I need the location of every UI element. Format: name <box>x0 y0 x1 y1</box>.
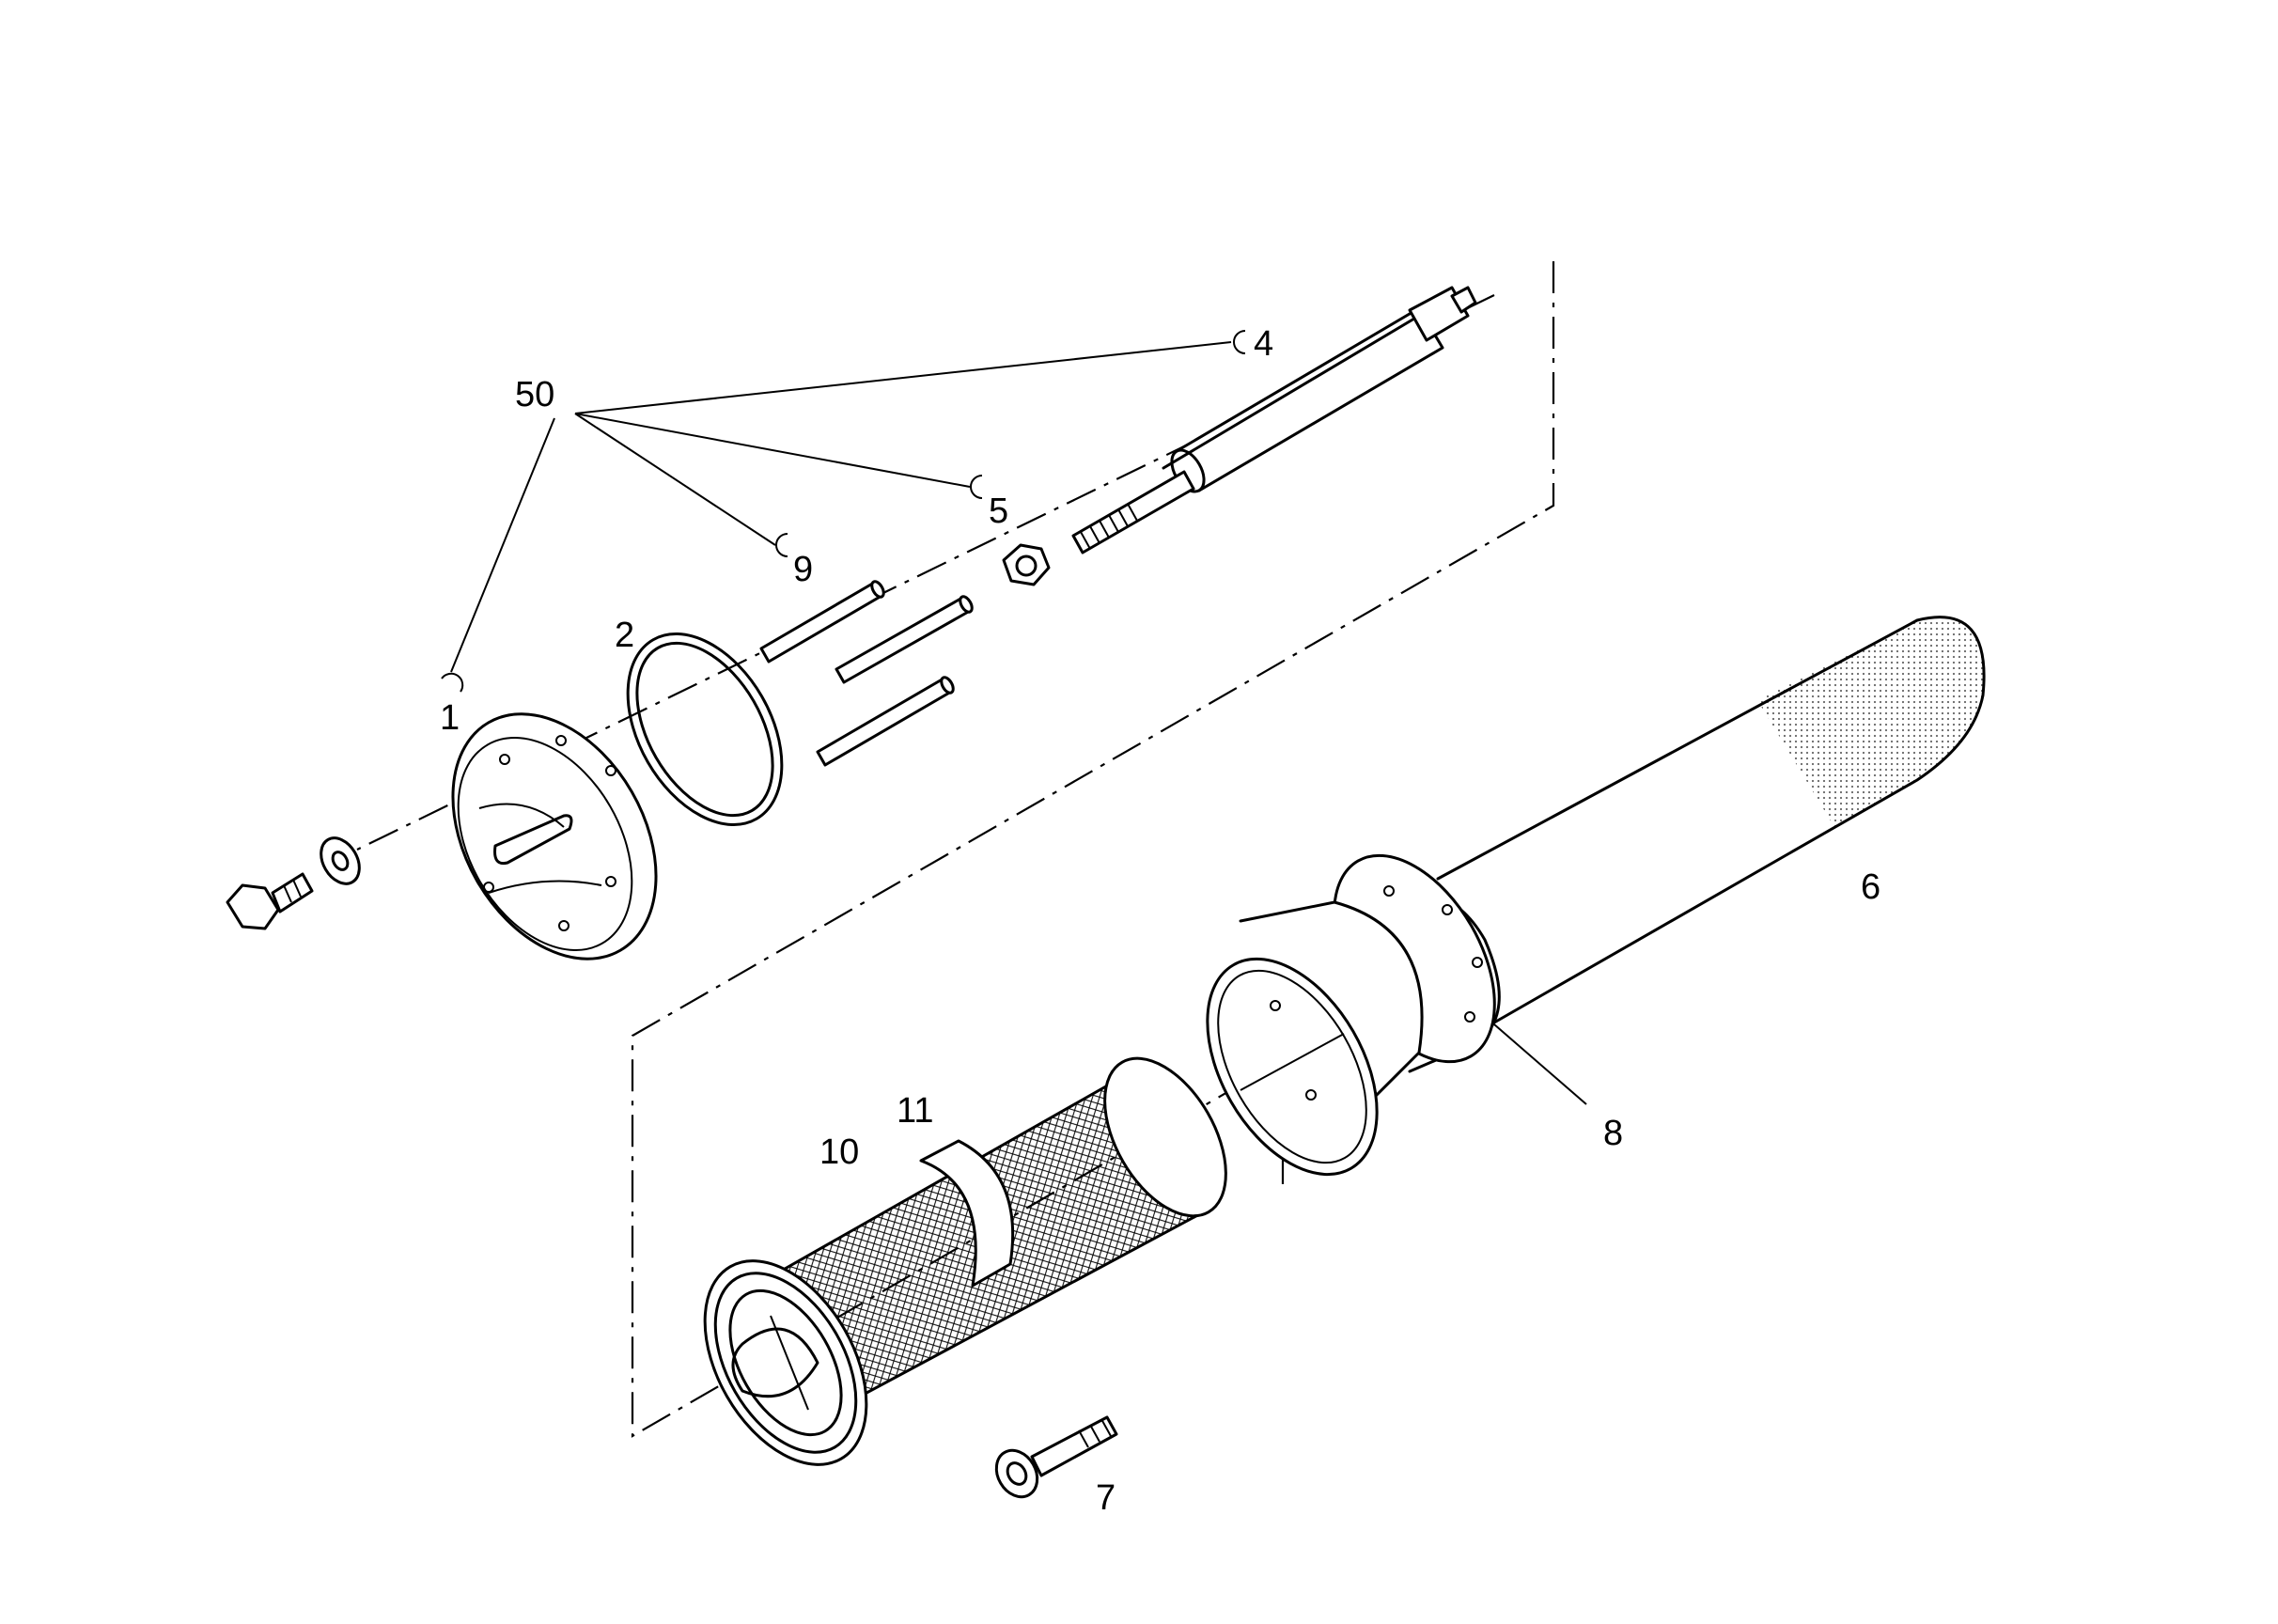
rod-threads <box>1080 503 1138 550</box>
label-2: 2 <box>615 616 634 655</box>
filter-front-end <box>703 1259 868 1466</box>
part-9-studs <box>759 580 974 767</box>
part-5-nut <box>1002 543 1051 586</box>
label-50: 50 <box>515 375 554 414</box>
label-4: 4 <box>1254 324 1273 364</box>
part-labels: 50 4 5 9 1 2 6 8 10 11 7 <box>440 324 1880 1518</box>
label-9: 9 <box>793 550 813 589</box>
cover-bolt-holes <box>483 735 616 931</box>
filter-center-band <box>919 1139 1015 1288</box>
filter-end-cap <box>1103 1056 1227 1218</box>
label-10: 10 <box>819 1132 859 1172</box>
filter-element <box>703 1056 1227 1466</box>
part-8-sleeve <box>1206 900 1424 1177</box>
label-6: 6 <box>1861 867 1880 907</box>
stud-top <box>759 580 885 664</box>
part-7-bolt <box>994 1415 1118 1499</box>
part-4-rod <box>1071 286 1477 554</box>
label-11: 11 <box>897 1091 933 1131</box>
label-5: 5 <box>989 492 1008 531</box>
housing-flange-holes <box>1383 885 1483 1023</box>
stud-middle <box>835 595 974 684</box>
assembly-outline <box>631 261 1555 1438</box>
part-1-cover <box>451 712 658 960</box>
washer <box>320 836 361 885</box>
stud-bottom <box>816 676 955 767</box>
part-2-o-ring <box>626 632 784 826</box>
label-7: 7 <box>1096 1478 1116 1518</box>
label-8: 8 <box>1603 1114 1623 1153</box>
hex-bolt <box>226 872 314 930</box>
label-1: 1 <box>440 698 460 738</box>
callout-leaders <box>441 330 1587 1105</box>
